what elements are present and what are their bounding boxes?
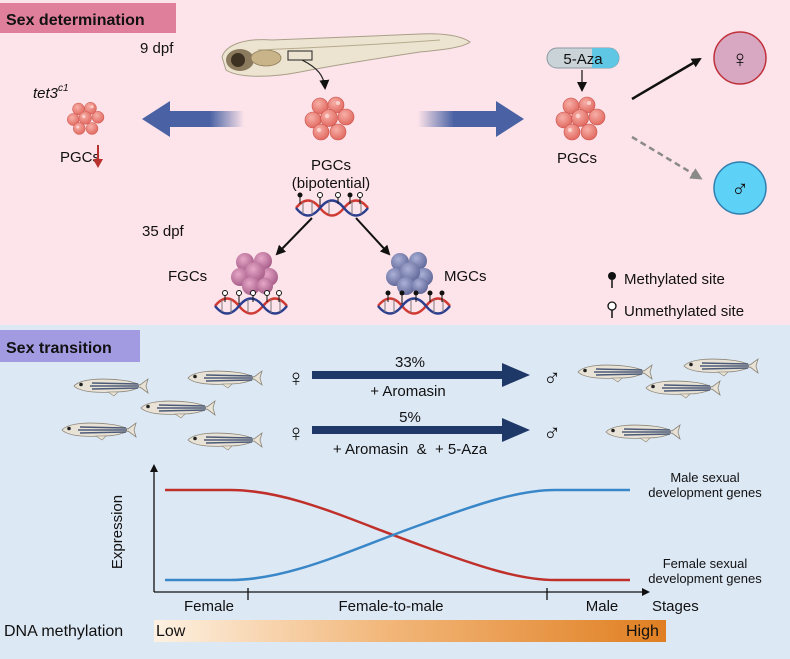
pgcs-center-label: PGCs bbox=[311, 157, 351, 174]
pgcs-bipotential-label: (bipotential) bbox=[292, 175, 370, 192]
methylation-gradient-bar bbox=[154, 620, 666, 642]
row2-treatment: + Aromasin & + 5-Aza bbox=[333, 441, 488, 458]
decrease-arrow-head bbox=[93, 159, 103, 168]
row2-percent: 5% bbox=[399, 409, 421, 426]
right-blue-arrow bbox=[418, 101, 524, 137]
methylation-label: DNA methylation bbox=[4, 623, 123, 640]
fgcs-label: FGCs bbox=[168, 268, 207, 285]
tet3-mutant-label: tet3c1 bbox=[33, 83, 69, 102]
male-genes-label-line2: development genes bbox=[648, 485, 762, 500]
larva-to-pgcs-arrow bbox=[301, 59, 330, 90]
methylated-pin-icon bbox=[608, 272, 616, 288]
sex-transition-header-bg bbox=[0, 330, 140, 362]
mgcs-label: MGCs bbox=[444, 268, 487, 285]
female-outcome-circle bbox=[713, 31, 767, 85]
row2-female-symbol: ♀ bbox=[287, 420, 305, 447]
graph-xlabel: Stages bbox=[652, 598, 699, 615]
larva-illustration bbox=[221, 33, 471, 77]
row1-arrow bbox=[312, 363, 530, 387]
female-genes-label-line2: development genes bbox=[648, 571, 762, 586]
row1-treatment: + Aromasin bbox=[370, 383, 445, 400]
legend-methylated: Methylated site bbox=[624, 271, 725, 288]
unmethylated-pin-icon bbox=[607, 301, 617, 318]
row1-percent: 33% bbox=[395, 354, 425, 371]
dna-fgcs bbox=[213, 290, 289, 315]
left-blue-arrow bbox=[142, 101, 244, 137]
row2-male-symbol: ♂ bbox=[543, 420, 561, 447]
legend-unmethylated: Unmethylated site bbox=[624, 303, 744, 320]
female-outcome-symbol: ♀ bbox=[731, 46, 749, 73]
row1-female-symbol: ♀ bbox=[287, 365, 305, 392]
sex-determination-header: Sex determination bbox=[6, 12, 145, 29]
row1-male-symbol: ♂ bbox=[543, 365, 561, 392]
stage-male-label: Male bbox=[586, 598, 619, 615]
sex-transition-panel bbox=[0, 325, 790, 659]
mgcs-cluster bbox=[386, 252, 433, 295]
sex-transition-header: Sex transition bbox=[6, 340, 112, 357]
arrow-to-female bbox=[631, 57, 702, 101]
stage-9dpf: 9 dpf bbox=[140, 40, 174, 57]
fgcs-cluster bbox=[231, 252, 278, 295]
male-genes-label-line1: Male sexual bbox=[670, 470, 739, 485]
arrow-to-fgcs bbox=[275, 217, 313, 256]
methylation-low-label: Low bbox=[156, 623, 186, 640]
pgcs-right-label: PGCs bbox=[557, 150, 597, 167]
aza-label: 5-Aza bbox=[563, 51, 603, 68]
dashed-arrow-to-male bbox=[631, 135, 703, 180]
graph-ylabel: Expression bbox=[109, 495, 126, 569]
arrow-to-mgcs bbox=[355, 217, 391, 256]
female-genes-label-line1: Female sexual bbox=[663, 556, 748, 571]
methylation-high-label: High bbox=[626, 623, 659, 640]
row2-arrow bbox=[312, 418, 530, 442]
pgcs-mutant-label: PGCs bbox=[60, 149, 100, 166]
aza-pill bbox=[546, 47, 620, 69]
female-genes-curve bbox=[165, 488, 630, 582]
stage-35dpf: 35 dpf bbox=[142, 223, 185, 240]
stage-female-to-male-label: Female-to-male bbox=[338, 598, 443, 615]
dna-mgcs bbox=[376, 290, 452, 315]
male-outcome-symbol: ♂ bbox=[731, 176, 749, 203]
sex-determination-header-bg bbox=[0, 3, 176, 33]
male-genes-curve bbox=[165, 488, 630, 582]
stage-female-label: Female bbox=[184, 598, 234, 615]
dna-bipotential bbox=[294, 192, 370, 217]
male-outcome-circle bbox=[713, 161, 767, 215]
